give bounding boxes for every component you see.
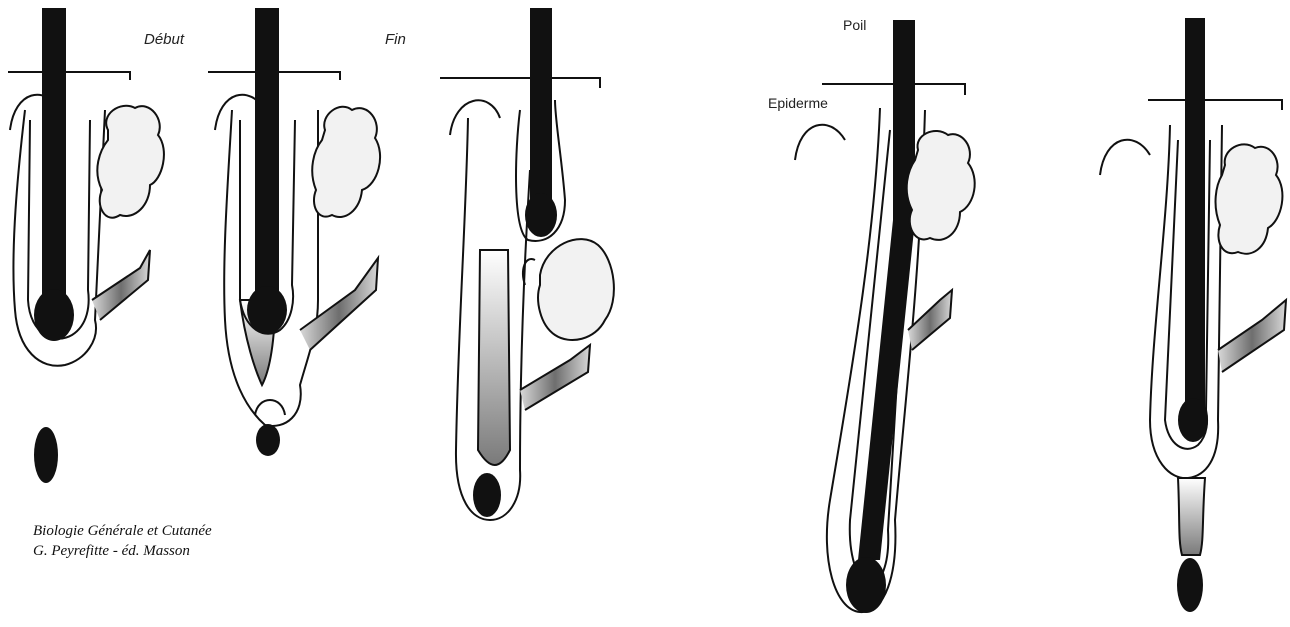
- sebaceous-gland: [1216, 144, 1283, 253]
- citation-line-1: Biologie Générale et Cutanée: [33, 523, 212, 539]
- epithelial-strand: [1178, 478, 1205, 555]
- arrector-pili-muscle: [520, 345, 590, 410]
- sebaceous-gland: [907, 131, 975, 240]
- sebaceous-gland: [97, 106, 164, 218]
- label-debut: Début: [144, 31, 185, 48]
- hair-shaft: [255, 8, 279, 303]
- follicle-stage-3: [440, 8, 614, 520]
- hair-bulb: [247, 286, 287, 334]
- hair-shaft: [530, 8, 552, 213]
- sebaceous-gland: [538, 239, 614, 340]
- arrector-pili-muscle: [1218, 300, 1286, 372]
- skin-surface-line: [1148, 100, 1282, 110]
- label-poil: Poil: [843, 17, 866, 33]
- follicle-stage-2: [208, 8, 380, 456]
- arrector-pili-muscle: [92, 250, 150, 320]
- detached-papilla: [34, 427, 58, 483]
- hair-bulb: [34, 289, 74, 341]
- skin-surface-line: [440, 78, 600, 88]
- follicle-stage-5: [1100, 18, 1286, 612]
- label-fin: Fin: [385, 31, 406, 48]
- dermal-papilla: [256, 424, 280, 456]
- skin-surface-line: [8, 72, 130, 80]
- epidermis-curve: [795, 125, 845, 160]
- citation-line-2: G. Peyrefitte - éd. Masson: [33, 543, 190, 559]
- follicle-stage-1: [8, 8, 164, 483]
- hair-bulb: [846, 557, 886, 613]
- follicle-sheath-shaded: [478, 250, 510, 465]
- sebaceous-gland: [312, 107, 380, 217]
- epidermis-curve: [1100, 140, 1150, 175]
- hair-club: [525, 193, 557, 237]
- hair-club: [1178, 398, 1208, 442]
- label-epiderme: Epiderme: [768, 95, 828, 111]
- hair-shaft: [1185, 18, 1205, 418]
- hair-shaft: [42, 8, 66, 308]
- dermal-papilla: [1177, 558, 1203, 612]
- dermal-papilla: [473, 473, 501, 517]
